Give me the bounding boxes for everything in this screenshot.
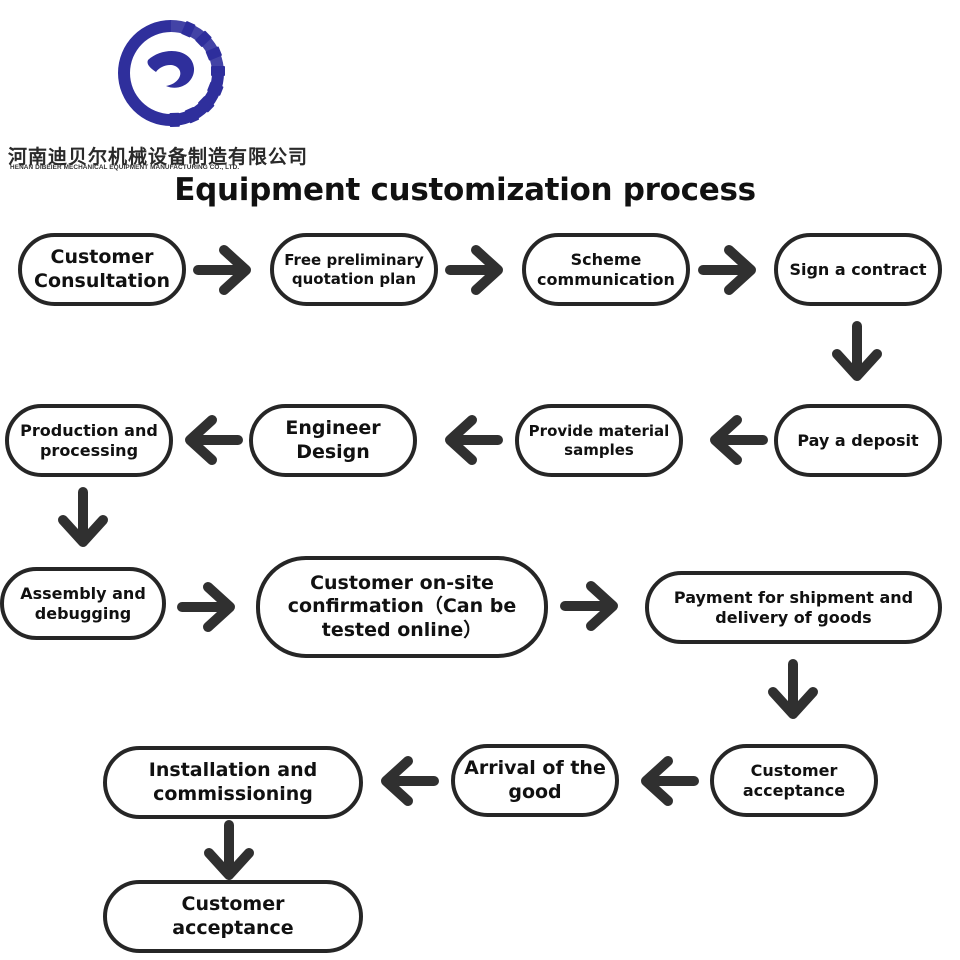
- company-name-cn: 河南迪贝尔机械设备制造有限公司: [8, 146, 309, 168]
- step-installation-commissioning: Installation and commissioning: [103, 746, 363, 819]
- arrow-down-icon: [209, 825, 249, 875]
- arrow-down-icon: [773, 664, 813, 714]
- arrow-left-icon: [190, 420, 238, 460]
- step-customer-onsite-confirmation: Customer on-site confirmation（Can be tes…: [256, 556, 548, 658]
- company-name-en: HENAN DIBEIER MECHANICAL EQUIPMENT MANUF…: [10, 164, 240, 171]
- arrow-right-icon: [565, 586, 613, 626]
- arrow-right-icon: [182, 587, 230, 627]
- diagram-title: Equipment customization process: [174, 172, 756, 208]
- arrow-left-icon: [715, 420, 763, 460]
- step-scheme-communication: Scheme communication: [522, 233, 690, 306]
- step-customer-acceptance-1: Customer acceptance: [710, 744, 878, 817]
- arrow-left-icon: [646, 761, 694, 801]
- step-customer-acceptance-2: Customer acceptance: [103, 880, 363, 953]
- arrow-right-icon: [198, 250, 246, 290]
- step-pay-deposit: Pay a deposit: [774, 404, 942, 477]
- step-sign-contract: Sign a contract: [774, 233, 942, 306]
- arrow-right-icon: [450, 250, 498, 290]
- arrow-right-icon: [703, 250, 751, 290]
- step-customer-consultation: Customer Consultation: [18, 233, 186, 306]
- step-payment-shipment-delivery: Payment for shipment and delivery of goo…: [645, 571, 942, 644]
- arrow-left-icon: [450, 420, 498, 460]
- arrow-down-icon: [837, 326, 877, 376]
- gear-logo-icon: [118, 20, 225, 128]
- step-provide-material-samples: Provide material samples: [515, 404, 683, 477]
- arrow-down-icon: [63, 492, 103, 542]
- step-engineer-design: Engineer Design: [249, 404, 417, 477]
- step-assembly-debugging: Assembly and debugging: [0, 567, 166, 640]
- step-free-preliminary-quotation: Free preliminary quotation plan: [270, 233, 438, 306]
- arrow-left-icon: [386, 761, 434, 801]
- step-production-processing: Production and processing: [5, 404, 173, 477]
- step-arrival-of-good: Arrival of the good: [451, 744, 619, 817]
